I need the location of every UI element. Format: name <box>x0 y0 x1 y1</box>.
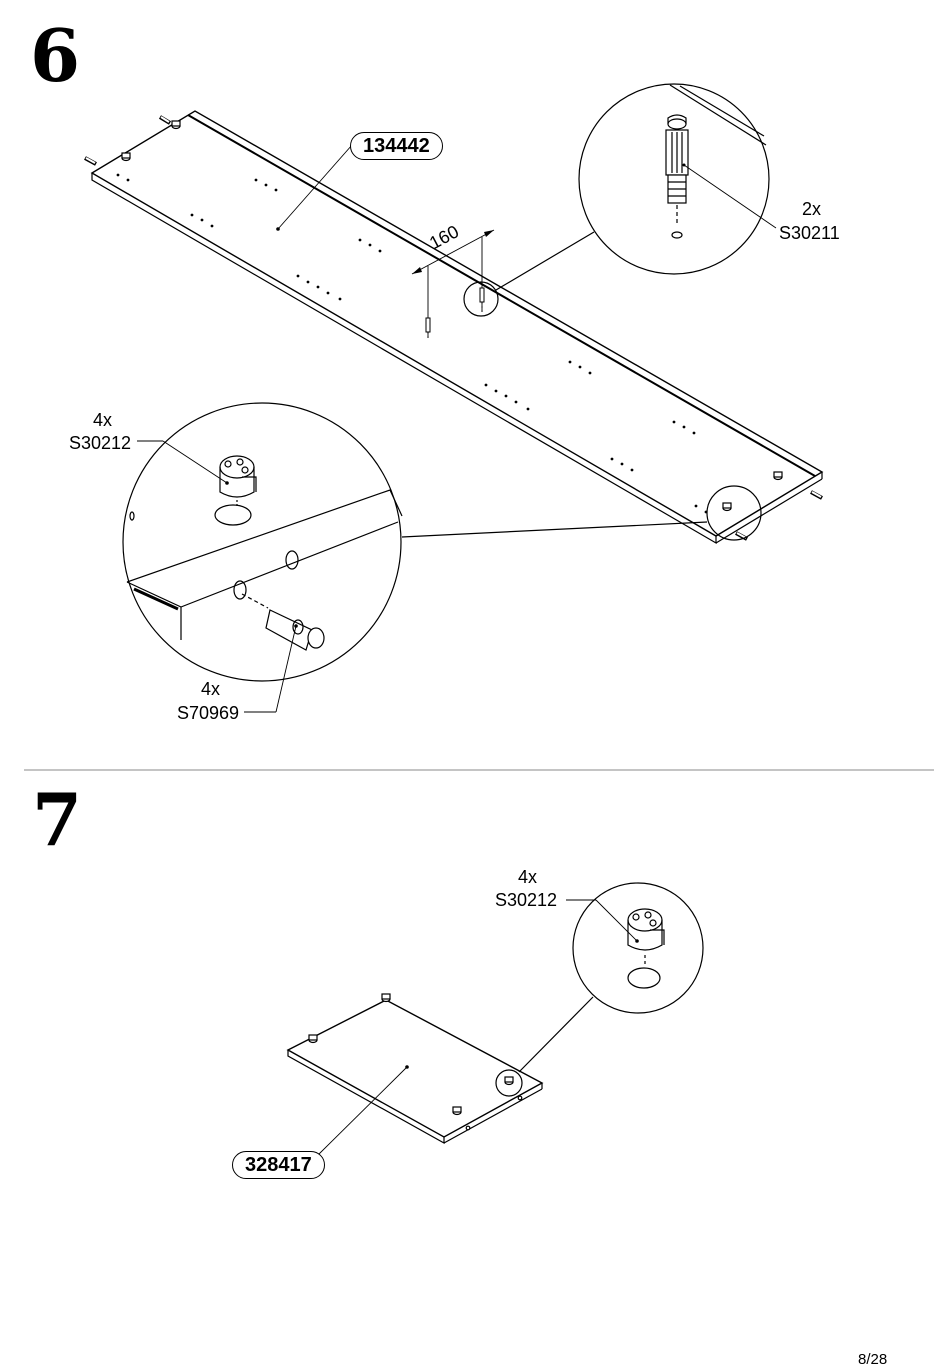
board-bolts <box>425 287 485 340</box>
board-cam-locks <box>121 120 783 512</box>
leader-328417 <box>317 1066 408 1156</box>
callout-small-board-cam <box>495 1069 523 1097</box>
leader-cam-detail <box>401 521 708 538</box>
page-number: 8/28 <box>858 1351 888 1368</box>
part-number-134442: 134442 <box>350 132 443 160</box>
long-board-134442 <box>90 110 824 545</box>
leader-bolt-detail <box>495 231 595 291</box>
detail-step7-cam <box>566 882 704 1014</box>
detail-cam-dowel <box>122 402 403 713</box>
callout-small-cam <box>706 485 762 541</box>
step-7-number: 7 <box>32 777 83 862</box>
callout-small-bolt <box>463 281 499 317</box>
small-board-328417 <box>286 999 544 1145</box>
step-6-number: 6 <box>30 13 81 98</box>
cam-bolt-qty: 2x <box>802 199 822 219</box>
dowel-qty: 4x <box>201 679 221 699</box>
leader-small-board-detail <box>518 996 594 1073</box>
dowel-code: S70969 <box>177 703 240 723</box>
leader-134442 <box>277 144 353 230</box>
cam-lock-code: S30212 <box>69 433 132 453</box>
step7-cam-lock-code: S30212 <box>495 890 558 910</box>
small-board-cam-locks <box>308 993 523 1131</box>
step7-cam-lock-qty: 4x <box>518 867 538 887</box>
detail-cam-bolt <box>578 83 777 275</box>
cam-lock-qty: 4x <box>93 410 113 430</box>
cam-bolt-code: S30211 <box>779 223 840 243</box>
part-number-328417: 328417 <box>232 1151 325 1179</box>
